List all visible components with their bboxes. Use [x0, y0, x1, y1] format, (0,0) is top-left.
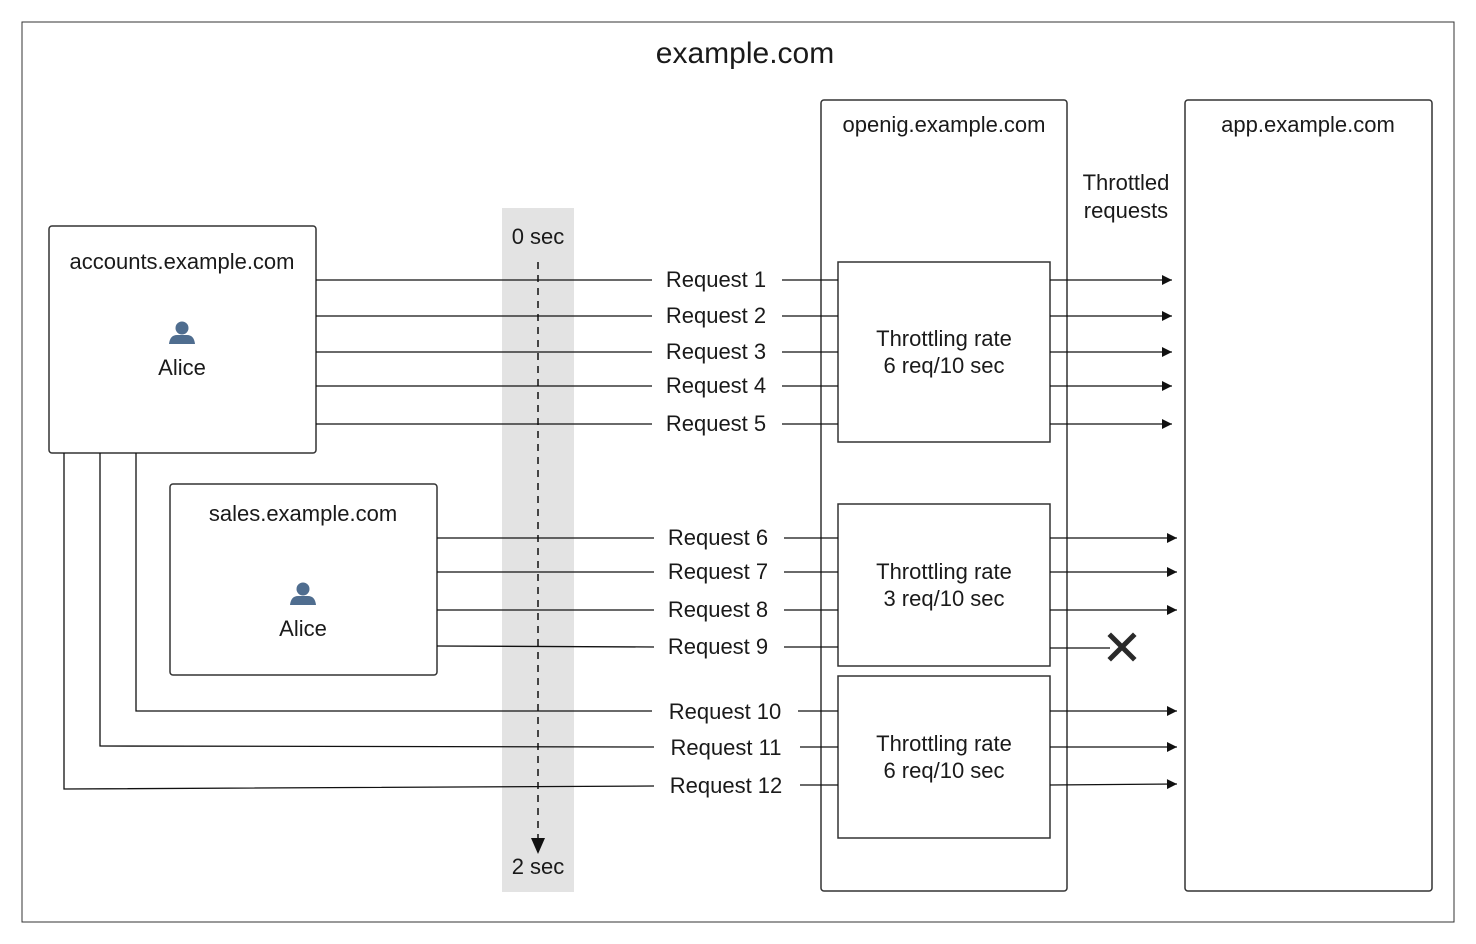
domain-title: example.com — [656, 37, 834, 70]
throttle-filter-2: Throttling rate 6 req/10 sec — [837, 675, 1051, 839]
request-row: Request 12 — [63, 453, 1178, 798]
request-label: Request 3 — [666, 339, 766, 364]
request-label: Request 8 — [668, 597, 768, 622]
request-row: Request 5 — [316, 411, 1172, 436]
throttle-rate-value: 3 req/10 sec — [883, 586, 1004, 611]
request-label: Request 10 — [669, 699, 782, 724]
app-label: app.example.com — [1221, 112, 1395, 137]
request-row: Request 11 — [99, 453, 1177, 760]
x-icon — [1107, 632, 1137, 662]
request-label: Request 4 — [666, 373, 766, 398]
request-row: Request 6 — [437, 525, 1177, 550]
request-row: Request 10 — [135, 453, 1177, 724]
sales-label: sales.example.com — [209, 501, 397, 526]
throttle-filter-1: Throttling rate 3 req/10 sec — [837, 503, 1051, 667]
request-row: Request 3 — [316, 339, 1172, 364]
request-label: Request 2 — [666, 303, 766, 328]
throttle-rate-value: 6 req/10 sec — [883, 758, 1004, 783]
user-icon — [290, 582, 316, 605]
throttled-label-line2: requests — [1084, 198, 1168, 223]
request-row: Request 4 — [316, 373, 1172, 398]
accounts-label: accounts.example.com — [70, 249, 295, 274]
accounts-user: Alice — [158, 355, 206, 380]
app-box — [1184, 99, 1433, 892]
request-row: Request 1 — [316, 267, 1172, 292]
throttle-rate-label: Throttling rate — [876, 731, 1012, 756]
request-row: Request 9 — [436, 632, 1137, 662]
request-label: Request 11 — [671, 735, 782, 760]
throttle-rate-value: 6 req/10 sec — [883, 353, 1004, 378]
request-row: Request 2 — [316, 303, 1172, 328]
sales-box — [169, 483, 438, 676]
throttle-filter-0: Throttling rate 6 req/10 sec — [837, 261, 1051, 443]
throttle-rate-label: Throttling rate — [876, 326, 1012, 351]
request-row: Request 7 — [437, 559, 1177, 584]
request-label: Request 9 — [668, 634, 768, 659]
throttled-label-line1: Throttled — [1083, 170, 1170, 195]
timeline-arrow-head — [531, 838, 545, 854]
request-label: Request 12 — [670, 773, 783, 798]
request-label: Request 6 — [668, 525, 768, 550]
user-icon — [169, 321, 195, 344]
request-row: Request 8 — [437, 597, 1177, 622]
timeline-end-label: 2 sec — [512, 854, 565, 879]
timeline-start-label: 0 sec — [512, 224, 565, 249]
request-label: Request 5 — [666, 411, 766, 436]
sales-user: Alice — [279, 616, 327, 641]
openig-label: openig.example.com — [842, 112, 1045, 137]
throttle-rate-label: Throttling rate — [876, 559, 1012, 584]
request-label: Request 7 — [668, 559, 768, 584]
request-label: Request 1 — [666, 267, 766, 292]
